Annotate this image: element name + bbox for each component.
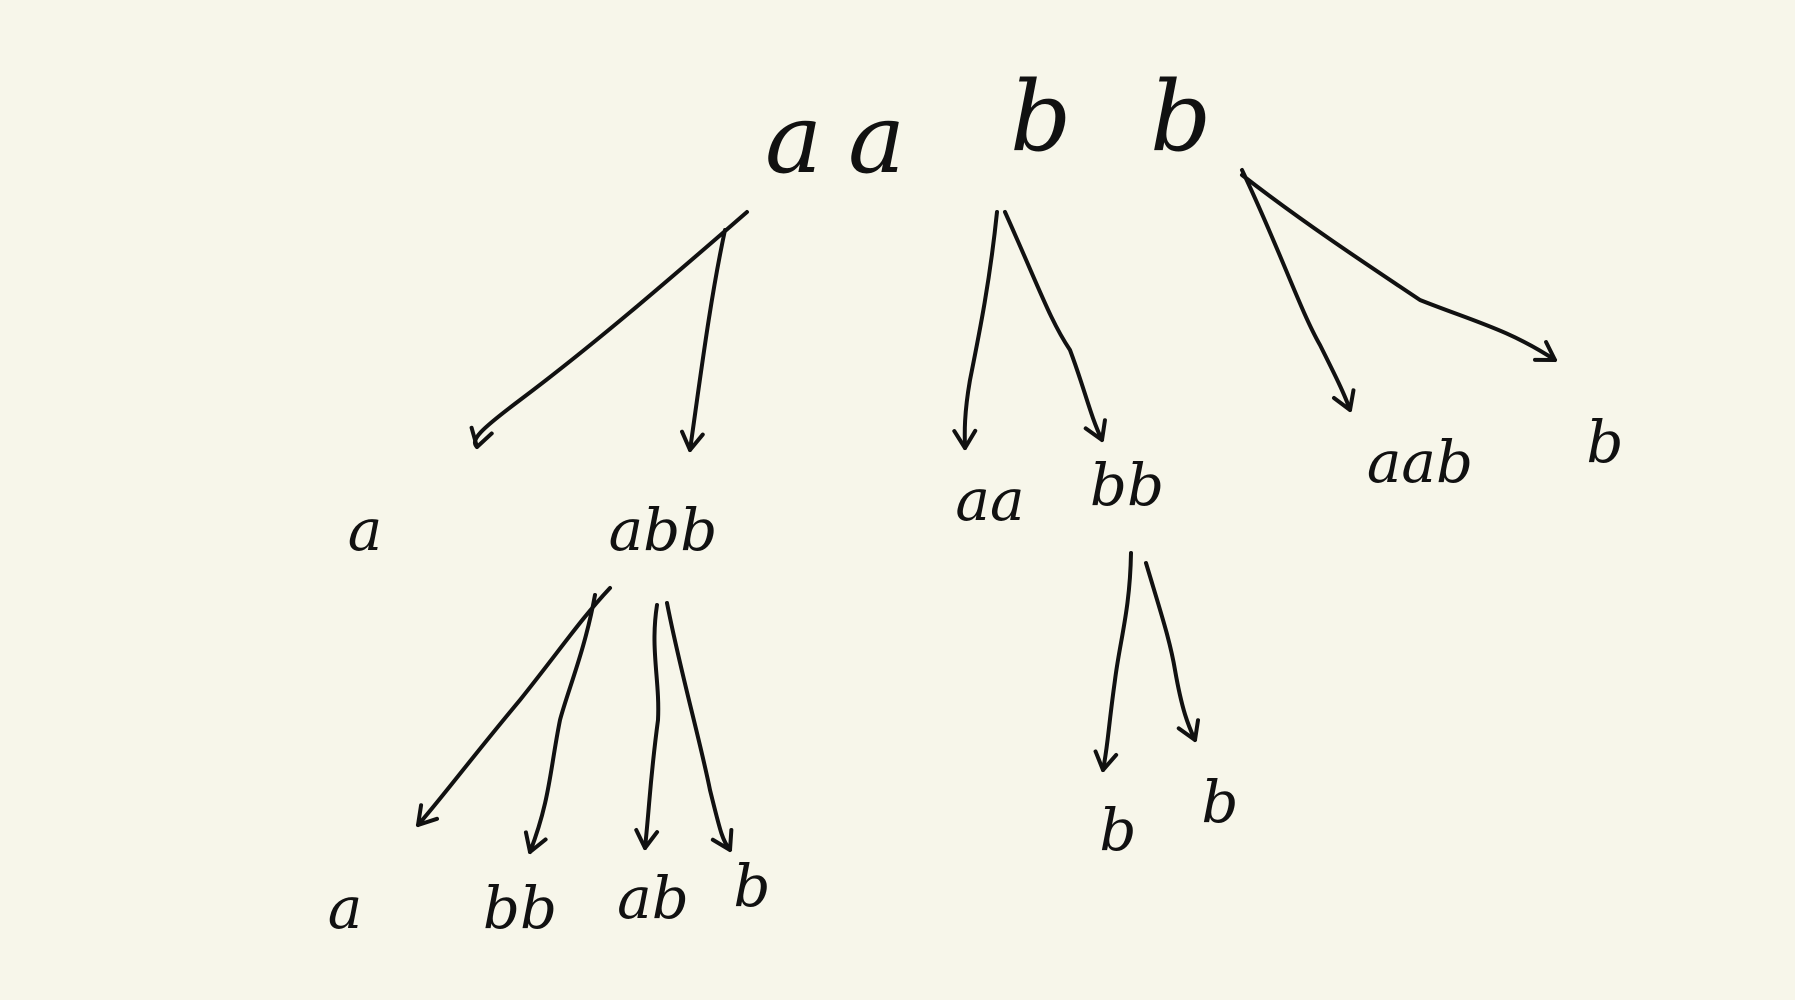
arrowhead-n-b2	[710, 828, 734, 852]
edge-root-to-n-a1	[473, 210, 749, 449]
arrowhead-n-a1	[469, 425, 494, 449]
root-node: a a b b	[765, 61, 1211, 195]
node-bb: bb	[1090, 451, 1164, 519]
node-aab: aab	[1367, 428, 1473, 496]
root-char-1: a	[765, 83, 822, 195]
arrowhead-n-aa	[952, 428, 978, 450]
arrowhead-n-aab	[1332, 388, 1356, 412]
edge-root-to-n-aa	[962, 210, 999, 450]
edges-layer	[416, 168, 1557, 854]
node-aa: aa	[955, 466, 1024, 534]
edge-n-bb-to-n-b3	[1101, 551, 1133, 772]
node-b4: b	[1201, 768, 1238, 836]
root-char-2: a	[848, 83, 905, 195]
root-char-3: b	[1010, 61, 1071, 173]
arrowhead-n-bb	[1083, 418, 1107, 442]
edge-root-to-n-abb	[688, 228, 727, 452]
edge-root-to-n-aab	[1240, 168, 1352, 412]
node-abb: abb	[609, 496, 718, 564]
edge-root-to-n-bb	[1003, 210, 1104, 442]
arrowhead-n-bb2	[523, 830, 548, 854]
node-bb2: bb	[483, 874, 557, 942]
edge-n-abb-to-n-b2	[665, 601, 732, 852]
arrowhead-n-abb	[680, 429, 705, 452]
node-ab: ab	[617, 864, 689, 932]
node-b1: b	[1586, 408, 1623, 476]
edge-n-abb-to-n-ab	[643, 603, 661, 850]
edge-root-to-n-b1	[1240, 173, 1557, 362]
root-char-4: b	[1150, 61, 1211, 173]
node-b2: b	[733, 852, 770, 920]
node-a2: a	[328, 874, 363, 942]
arrowhead-n-a2	[416, 803, 440, 827]
arrowhead-n-b4	[1176, 718, 1201, 742]
edge-n-bb-to-n-b4	[1144, 561, 1197, 742]
edge-n-abb-to-n-bb2	[528, 593, 597, 854]
node-a1: a	[348, 496, 383, 564]
arrowhead-n-ab	[634, 828, 660, 850]
arrowhead-n-b3	[1093, 749, 1119, 772]
arrowhead-n-b1	[1533, 340, 1557, 362]
node-b3: b	[1099, 796, 1136, 864]
edge-n-abb-to-n-a2	[416, 586, 612, 827]
